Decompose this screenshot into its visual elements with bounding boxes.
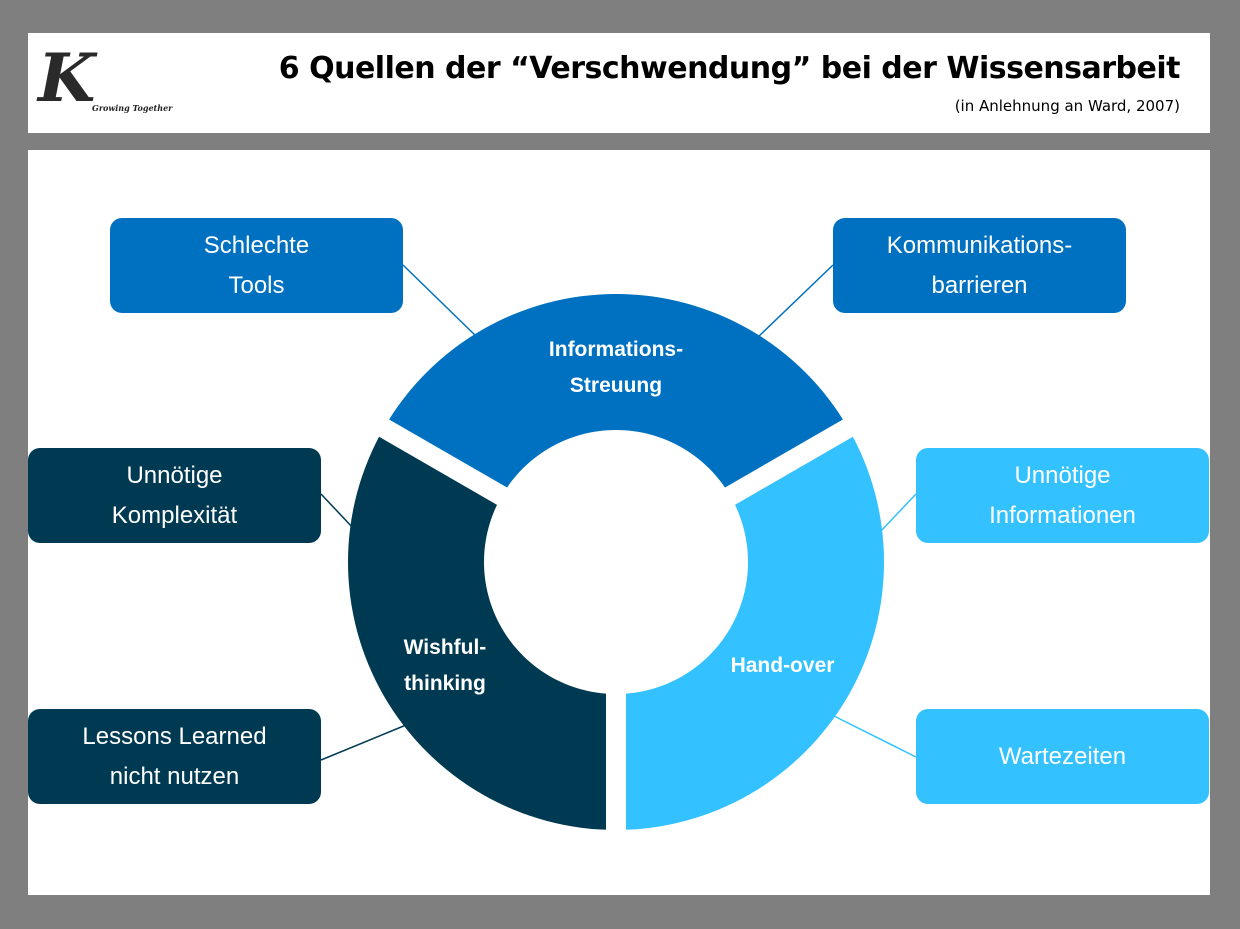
box-wartezeiten: Wartezeiten [916,709,1209,804]
segment-gap [374,416,622,571]
segment-wishful-thinking [347,428,616,830]
box-kommunikationsbarrieren: Kommunikations- barrieren [833,218,1126,313]
connector-line [833,715,917,758]
logo: K Growing Together [36,39,206,121]
connector-line [402,264,479,339]
segment-gap [610,416,858,571]
logo-mark: K [38,39,96,117]
connector-line [879,493,917,533]
page-subtitle: (in Anlehnung an Ward, 2007) [954,97,1180,115]
box-unnoetige-informationen: Unnötige Informationen [916,448,1209,543]
connector-line [320,493,355,530]
box-lessons-learned: Lessons Learned nicht nutzen [28,709,321,804]
page-title: 6 Quellen der “Verschwendung” bei der Wi… [278,51,1181,86]
connector-line [320,724,407,761]
segment-informations-streuung [383,294,849,496]
segment-label-hand-over: Hand-over [730,654,835,677]
segment-label-informations-streuung: Informations- Streuung [548,338,684,397]
box-unnoetige-komplexitaet: Unnötige Komplexität [28,448,321,543]
logo-tagline: Growing Together [92,103,173,113]
segment-hand-over [616,428,884,830]
box-schlechte-tools: Schlechte Tools [110,218,403,313]
segment-label-wishful-thinking: Wishful- thinking [403,636,487,695]
connector-line [756,264,834,339]
header: K Growing Together 6 Quellen der “Versch… [28,33,1210,133]
